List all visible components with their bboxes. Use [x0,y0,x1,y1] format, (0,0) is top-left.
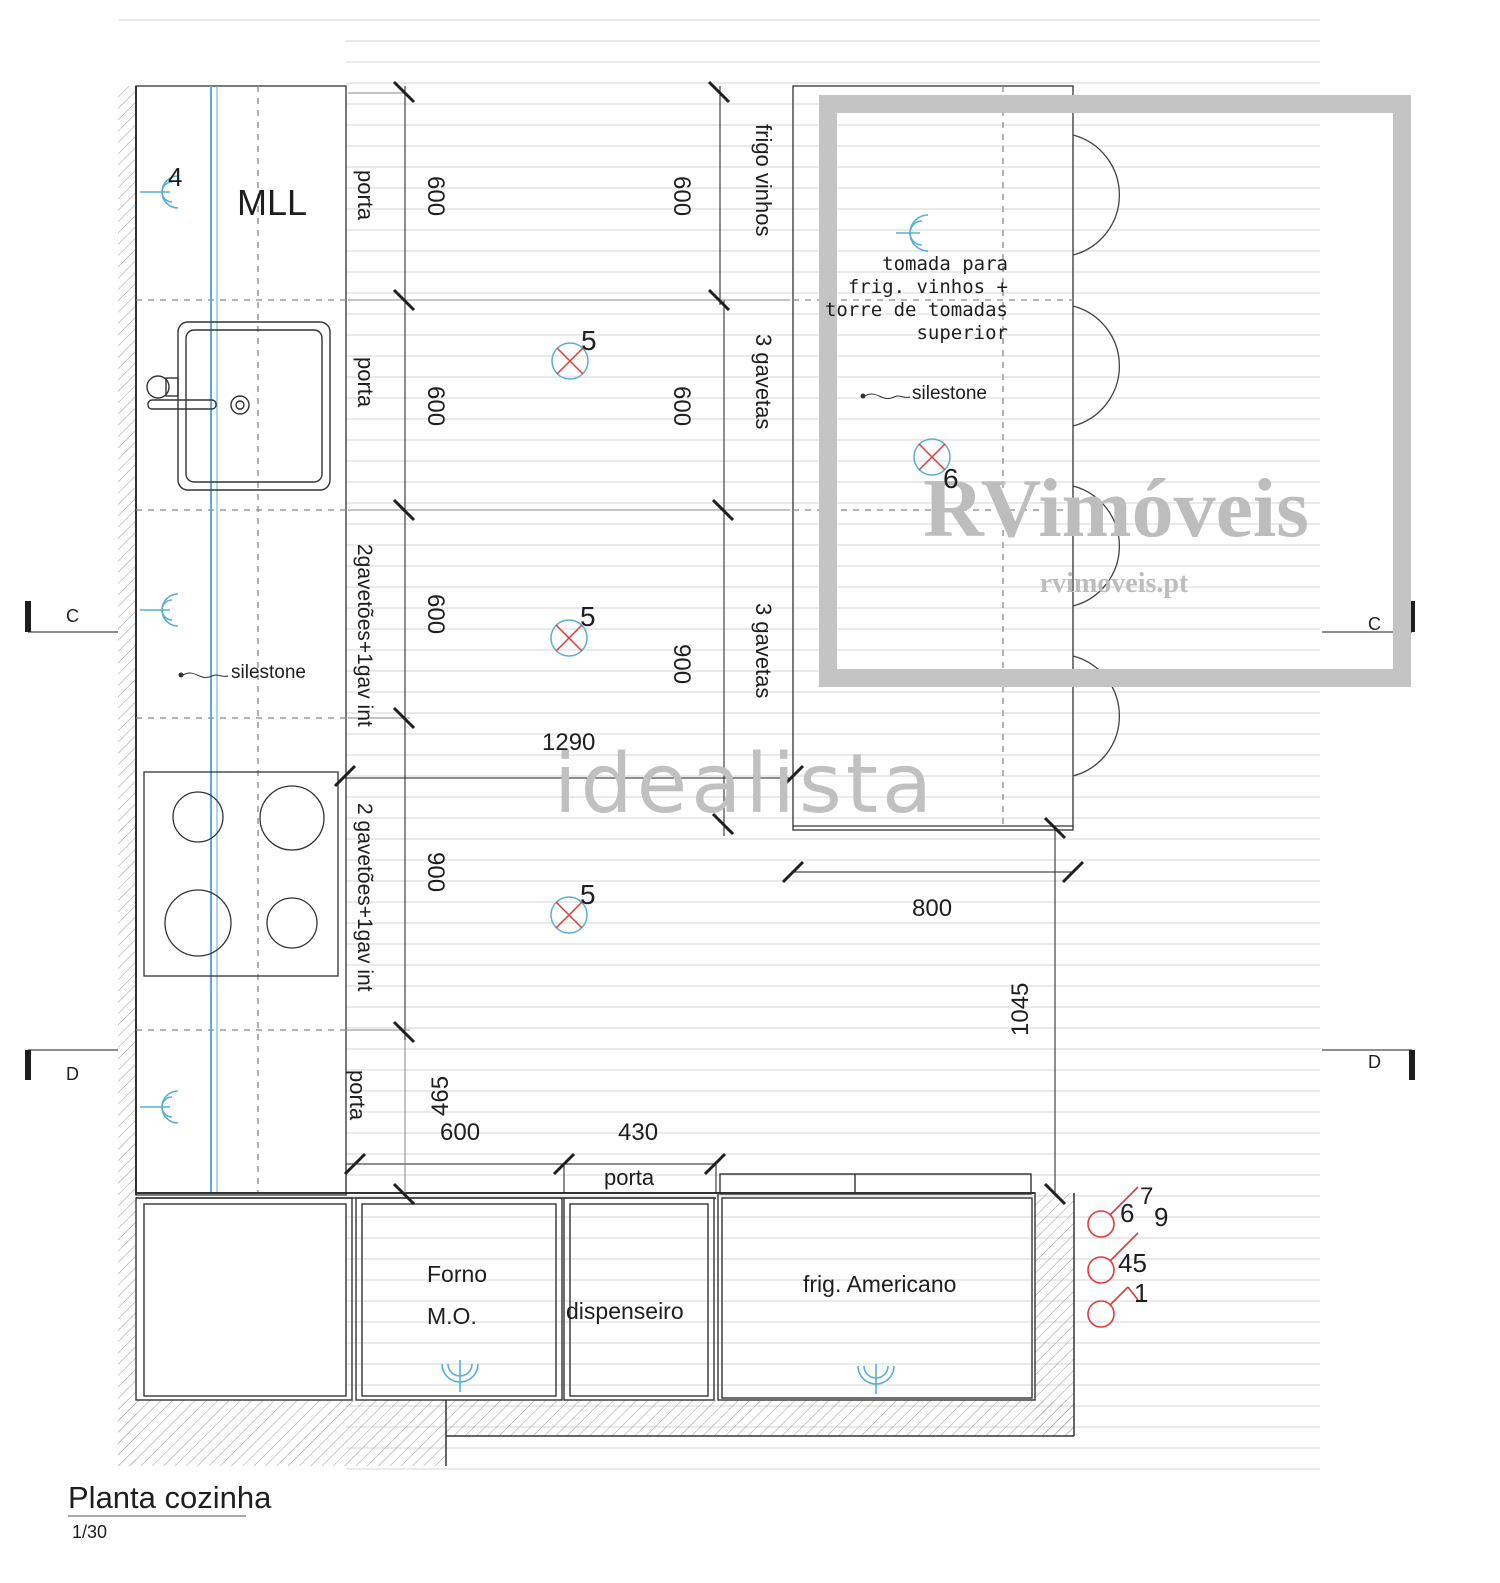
dim-600-d: 600 [668,176,695,216]
mo-label: M.O. [427,1303,477,1329]
dim-600-b: 600 [422,386,449,426]
right-column-wall [1035,1193,1074,1436]
scale-label: 1/30 [72,1522,107,1542]
cooktop [143,771,339,977]
porta-label-1: porta [353,170,378,221]
section-mark-d-left: D [66,1064,79,1084]
watermark-frame [819,95,1411,687]
page-title: Planta cozinha [68,1480,272,1515]
dim-600-c: 600 [422,594,449,634]
marker-5-b: 5 [580,601,596,632]
section-marks [25,601,1415,1080]
sink [146,321,331,491]
island [792,85,1074,831]
dimension-lines [333,80,1085,1206]
drawer-label-a: 2gavetões+1gav int [353,544,376,727]
forno-label: Forno [427,1261,487,1287]
tomada-para-label: tomada para [882,253,1008,275]
dim-600-f: 600 [440,1119,480,1146]
porta-label-2: porta [353,357,378,408]
dispenseiro-label: dispenseiro [566,1298,684,1324]
frig-vinhos-mais-label: frig. vinhos + [848,276,1008,298]
section-mark-d-right: D [1368,1052,1381,1072]
stool [1072,134,1120,256]
porta-label-bottom: porta [604,1165,655,1190]
silestone-label-island: silestone [912,383,987,404]
stool [1072,305,1120,427]
dim-430: 430 [618,1119,658,1146]
superior-label: superior [916,322,1008,344]
watermark-portal: idealista [554,737,936,832]
outlet-icon [140,175,179,209]
section-mark-c-left: C [66,606,79,626]
switch-marker-6: 6 [1120,1198,1134,1228]
torre-tomadas-label: torre de tomadas [825,299,1008,321]
tres-gavetas-label-1: 3 gavetas [751,334,776,429]
bottom-units [135,1173,1036,1401]
outlet-icon [857,1364,895,1394]
outlets [140,175,929,1394]
watermark-site: rvimoveis.pt [1040,568,1189,599]
switch-marker-1: 1 [1134,1278,1148,1308]
bar-stools [1072,134,1120,777]
dim-900-a: 900 [422,852,449,892]
dim-465: 465 [427,1076,454,1116]
ceiling-light-icon [550,619,588,657]
outlet-icon [140,593,179,627]
silestone-label-left: silestone [231,662,306,683]
marker-5-a: 5 [581,325,597,356]
watermark-brand: RVimóveis [923,462,1309,555]
left-counter [135,85,347,1196]
ceiling-light-icon [550,896,588,934]
dim-1290: 1290 [542,729,595,756]
switch-marker-45: 45 [1118,1248,1147,1278]
section-mark-c-right: C [1368,614,1381,634]
ceiling-light-icon [551,342,589,380]
leaders [178,393,911,678]
left-wall [118,86,136,1466]
switch-marker-9: 9 [1154,1202,1168,1232]
bottom-wall-right [446,1400,1074,1436]
marker-6: 6 [943,463,959,494]
marker-5-c: 5 [580,879,596,910]
switch-icon [1087,1286,1139,1328]
dim-1045: 1045 [1007,983,1034,1036]
walls [118,86,1075,1466]
frig-americano-label: frig. Americano [803,1271,956,1297]
outlet-icon [896,214,929,252]
stool [1072,485,1120,607]
dim-800: 800 [912,895,952,922]
porta-label-3: porta [345,1070,370,1121]
outlet-icon [441,1360,479,1392]
frigo-vinhos-label: frigo vinhos [751,124,776,237]
dim-900-b: 900 [668,644,695,684]
mll-label: MLL [237,182,307,223]
dim-600-e: 600 [668,386,695,426]
ceiling-light-icon [913,438,951,476]
marker-4: 4 [168,162,182,192]
stool [1072,655,1120,777]
switch-icon [1087,1232,1139,1284]
dim-600-a: 600 [422,176,449,216]
tres-gavetas-label-2: 3 gavetas [751,603,776,698]
drawer-label-b: 2 gavetões+1gav int [353,803,376,992]
bottom-wall [118,1400,446,1466]
switch-marker-7: 7 [1140,1183,1153,1210]
outlet-icon [140,1090,179,1124]
switch-icon [1087,1186,1139,1238]
switches [1087,1186,1139,1328]
ceiling-lights [550,342,951,934]
